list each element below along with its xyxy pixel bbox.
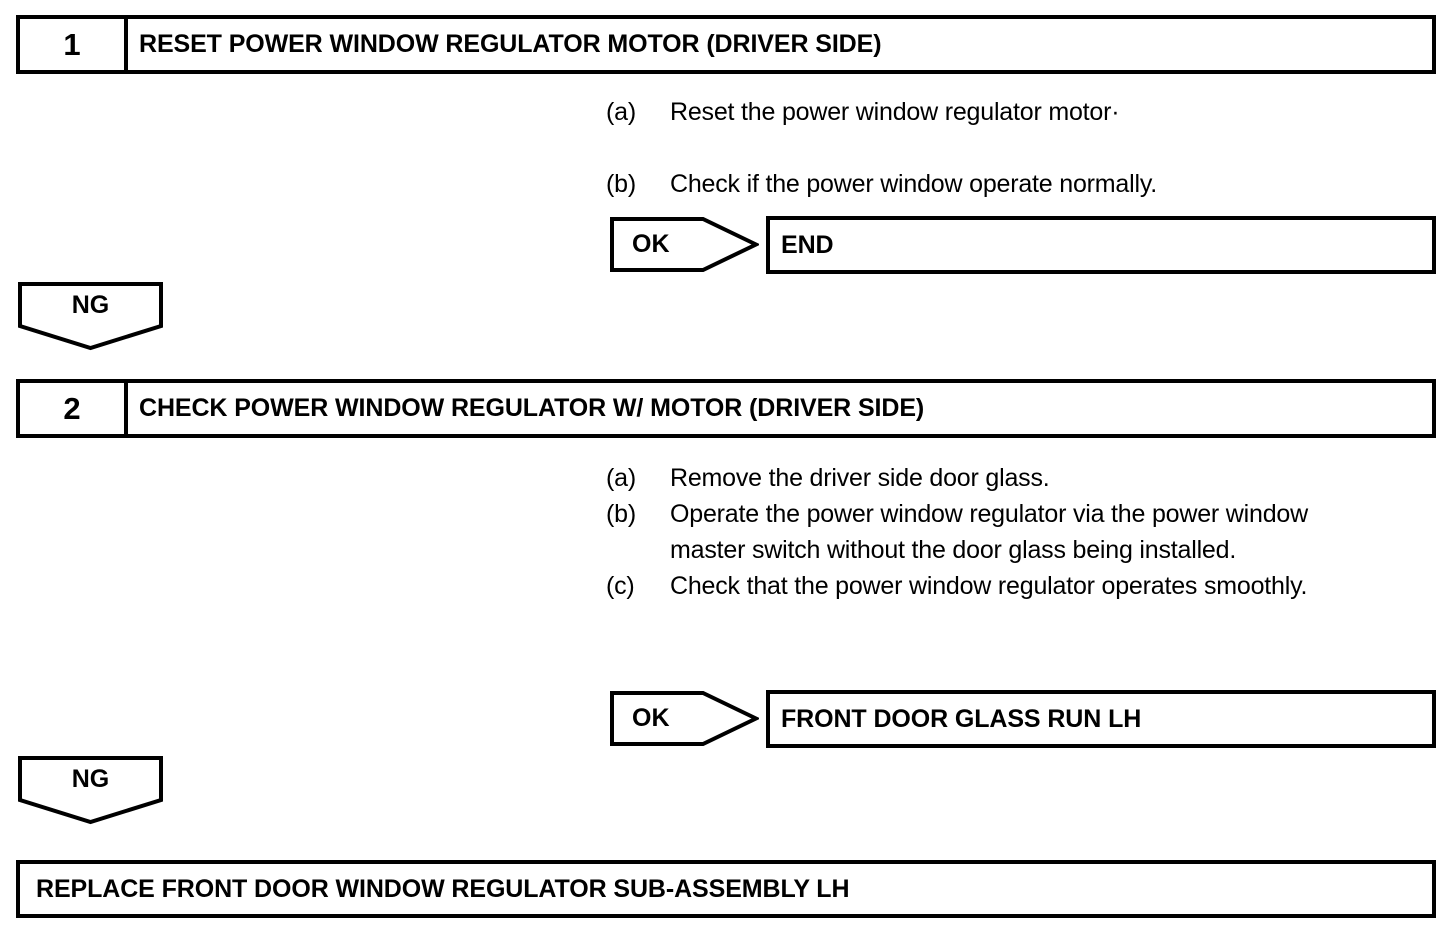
step-2-ok-target-box: FRONT DOOR GLASS RUN LH — [766, 690, 1436, 748]
step-1-ng-arrow: NG — [18, 282, 163, 351]
step-2-ok-arrow: OK — [610, 691, 759, 746]
instruction-text: Remove the driver side door glass. — [670, 464, 1050, 492]
step-1-title: RESET POWER WINDOW REGULATOR MOTOR (DRIV… — [139, 30, 882, 58]
instruction-label: (c) — [606, 572, 635, 600]
final-action-box: REPLACE FRONT DOOR WINDOW REGULATOR SUB-… — [16, 860, 1436, 918]
ok-arrow-shape — [610, 217, 759, 272]
ok-arrow-label: OK — [632, 230, 670, 258]
step-2-number: 2 — [20, 383, 128, 434]
step-2-ng-arrow: NG — [18, 756, 163, 825]
ok-arrow-shape — [610, 691, 759, 746]
ng-arrow-shape — [18, 282, 163, 351]
step-1-instructions: (a) Reset the power window regulator mot… — [606, 94, 1406, 202]
step-2-title: CHECK POWER WINDOW REGULATOR W/ MOTOR (D… — [139, 394, 925, 422]
step-1-header: 1 RESET POWER WINDOW REGULATOR MOTOR (DR… — [16, 15, 1436, 74]
instruction-text: Operate the power window regulator via t… — [670, 500, 1308, 564]
ok-arrow-label: OK — [632, 704, 670, 732]
instruction-item: (a) Reset the power window regulator mot… — [606, 94, 1406, 130]
step-1-ok-target-box: END — [766, 216, 1436, 274]
step-1-number: 1 — [20, 19, 128, 70]
instruction-text: Reset the power window regulator motor· — [670, 98, 1120, 126]
instruction-item: (a) Remove the driver side door glass. — [606, 460, 1366, 496]
instruction-text: Check that the power window regulator op… — [670, 572, 1308, 600]
ng-arrow-shape — [18, 756, 163, 825]
instruction-item: (b) Check if the power window operate no… — [606, 166, 1406, 202]
ng-arrow-label: NG — [71, 290, 110, 319]
instruction-label: (b) — [606, 500, 636, 528]
ng-arrow-label: NG — [71, 764, 110, 793]
step-2-header: 2 CHECK POWER WINDOW REGULATOR W/ MOTOR … — [16, 379, 1436, 438]
instruction-label: (b) — [606, 170, 636, 198]
instruction-label: (a) — [606, 464, 636, 492]
instruction-item: (b) Operate the power window regulator v… — [606, 496, 1366, 568]
instruction-label: (a) — [606, 98, 636, 126]
step-2-instructions: (a) Remove the driver side door glass. (… — [606, 460, 1366, 604]
instruction-text: Check if the power window operate normal… — [670, 170, 1158, 198]
step-1-ok-arrow: OK — [610, 217, 759, 272]
instruction-item: (c) Check that the power window regulato… — [606, 568, 1366, 604]
